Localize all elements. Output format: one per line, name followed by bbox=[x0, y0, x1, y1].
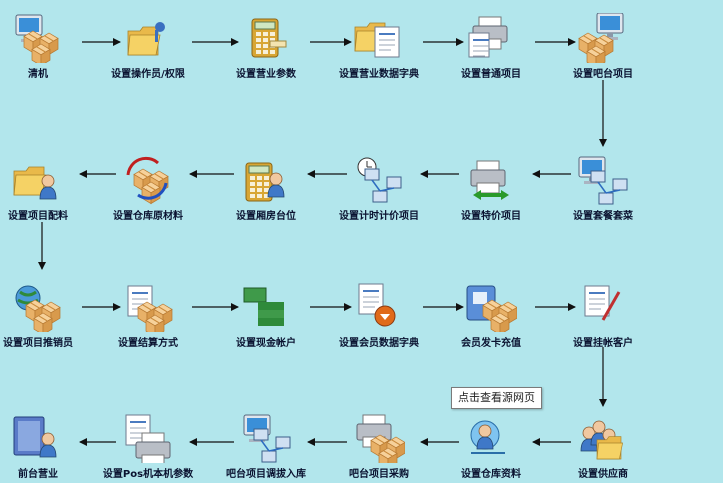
book-user-icon bbox=[13, 416, 57, 458]
step-posbj[interactable]: 设置Pos机本机参数 bbox=[88, 413, 208, 480]
step-gzkh[interactable]: 设置挂帐客户 bbox=[543, 282, 663, 349]
step-label: 设置仓库原材料 bbox=[113, 211, 183, 222]
calculator-icon bbox=[251, 18, 287, 58]
globe-boxes-icon bbox=[15, 285, 61, 332]
step-label: 设置结算方式 bbox=[118, 338, 178, 349]
step-label: 吧台项目调拔入库 bbox=[226, 469, 306, 480]
step-ckycl[interactable]: 设置仓库原材料 bbox=[88, 155, 208, 222]
step-xmtxy[interactable]: 设置项目推销员 bbox=[0, 282, 98, 349]
step-btxm[interactable]: 设置吧台项目 bbox=[543, 13, 663, 80]
document-boxes-icon bbox=[127, 285, 173, 332]
step-label: 清机 bbox=[28, 69, 48, 80]
step-label: 设置营业参数 bbox=[236, 69, 296, 80]
folder-key-icon bbox=[127, 22, 165, 56]
step-label: 设置Pos机本机参数 bbox=[102, 469, 194, 480]
clock-network-icon bbox=[357, 157, 402, 203]
step-yycs[interactable]: 设置营业参数 bbox=[206, 13, 326, 80]
money-stack-icon bbox=[243, 287, 284, 326]
step-label: 设置特价项目 bbox=[461, 211, 521, 222]
folder-user-icon bbox=[13, 166, 57, 200]
step-label: 设置计时计价项目 bbox=[339, 211, 419, 222]
step-label: 设置普通项目 bbox=[461, 69, 521, 80]
step-label: 设置仓库资料 bbox=[461, 469, 521, 480]
step-label: 设置操作员/权限 bbox=[111, 69, 185, 80]
document-printer-icon bbox=[125, 414, 171, 463]
step-jsjjxm[interactable]: 设置计时计价项目 bbox=[319, 155, 439, 222]
refresh-boxes-icon bbox=[126, 156, 169, 205]
step-hyfkcz[interactable]: 会员发卡充值 bbox=[431, 282, 551, 349]
step-label: 设置现金帐户 bbox=[236, 338, 296, 349]
step-xjzh[interactable]: 设置现金帐户 bbox=[206, 282, 326, 349]
view-source-tooltip: 点击查看源网页 bbox=[451, 387, 542, 409]
monitor-boxes-icon bbox=[578, 13, 624, 63]
printer-boxes-icon bbox=[356, 414, 405, 463]
step-label: 设置会员数据字典 bbox=[339, 338, 419, 349]
printer-document-icon bbox=[468, 16, 508, 58]
step-label: 吧台项目采购 bbox=[349, 469, 409, 480]
step-hysjzd[interactable]: 设置会员数据字典 bbox=[319, 282, 439, 349]
document-download-icon bbox=[358, 283, 396, 327]
step-ptxm[interactable]: 设置普通项目 bbox=[431, 13, 551, 80]
step-tctc[interactable]: 设置套餐套菜 bbox=[543, 155, 663, 222]
step-label: 设置厢房台位 bbox=[236, 211, 296, 222]
step-btxmcg[interactable]: 吧台项目采购 bbox=[319, 413, 439, 480]
calculator-user-icon bbox=[245, 162, 285, 202]
users-folder-icon bbox=[580, 420, 623, 460]
step-label: 设置项目推销员 bbox=[3, 338, 73, 349]
printer-exchange-icon bbox=[470, 160, 509, 200]
step-label: 设置供应商 bbox=[578, 469, 628, 480]
pc-boxes-icon bbox=[15, 14, 59, 63]
step-tjxm[interactable]: 设置特价项目 bbox=[431, 155, 551, 222]
folder-document-icon bbox=[354, 22, 400, 58]
card-boxes-icon bbox=[466, 285, 517, 332]
step-xmpl[interactable]: 设置项目配料 bbox=[0, 155, 98, 222]
step-qtyy[interactable]: 前台营业 bbox=[0, 413, 98, 480]
step-label: 设置套餐套菜 bbox=[573, 211, 633, 222]
pc-network-icon bbox=[243, 414, 291, 463]
step-qingji[interactable]: 清机 bbox=[0, 13, 98, 80]
user-network-icon bbox=[470, 420, 505, 454]
step-label: 设置吧台项目 bbox=[573, 69, 633, 80]
step-btdbrk[interactable]: 吧台项目调拔入库 bbox=[206, 413, 326, 480]
step-gys[interactable]: 设置供应商 bbox=[543, 413, 663, 480]
step-label: 会员发卡充值 bbox=[461, 338, 521, 349]
ledger-pen-icon bbox=[584, 285, 621, 321]
step-label: 前台营业 bbox=[18, 469, 58, 480]
step-label: 设置挂帐客户 bbox=[573, 338, 633, 349]
computer-network-icon bbox=[578, 156, 628, 205]
step-yysjzd[interactable]: 设置营业数据字典 bbox=[319, 13, 439, 80]
step-label: 设置项目配料 bbox=[8, 211, 68, 222]
step-xftw[interactable]: 设置厢房台位 bbox=[206, 155, 326, 222]
step-jsfs[interactable]: 设置结算方式 bbox=[88, 282, 208, 349]
step-ckzl[interactable]: 设置仓库资料 bbox=[431, 413, 551, 480]
step-czy[interactable]: 设置操作员/权限 bbox=[88, 13, 208, 80]
step-label: 设置营业数据字典 bbox=[339, 69, 419, 80]
